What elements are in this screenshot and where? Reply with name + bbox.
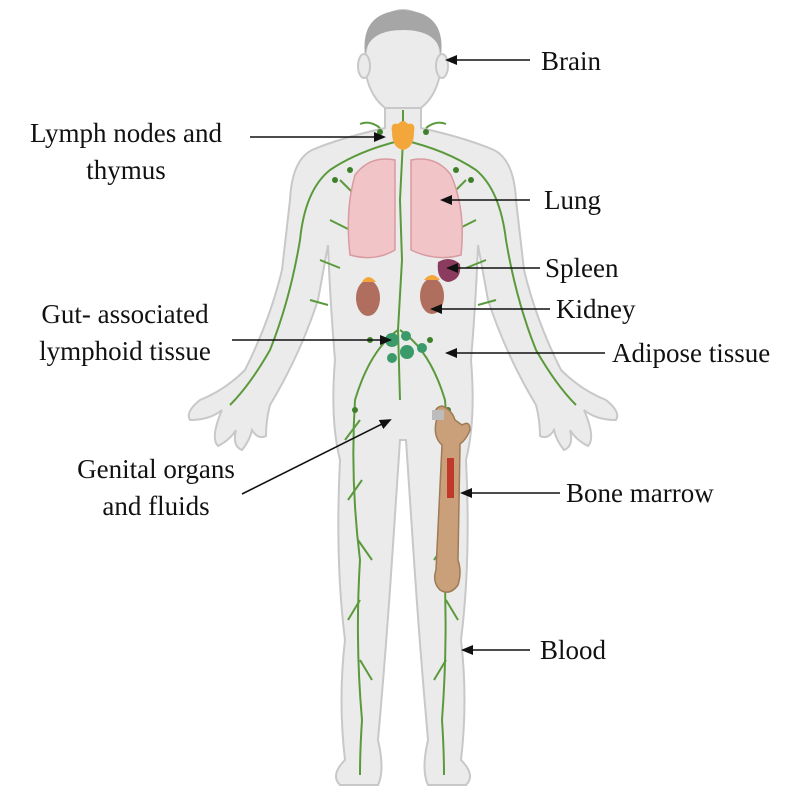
- label-spleen: Spleen: [545, 250, 619, 287]
- label-lung: Lung: [544, 182, 601, 219]
- label-blood: Blood: [540, 632, 606, 669]
- bone-marrow-icon: [447, 458, 454, 498]
- label-spleen-text: Spleen: [545, 250, 619, 287]
- lung-left: [348, 159, 395, 258]
- label-kidney: Kidney: [556, 291, 635, 328]
- ear-right: [436, 54, 448, 78]
- label-blood-text: Blood: [540, 632, 606, 669]
- label-gut-line2: lymphoid tissue: [12, 333, 238, 370]
- label-lymph-nodes: Lymph nodes and thymus: [8, 115, 244, 189]
- label-genital: Genital organs and fluids: [56, 451, 256, 525]
- label-genital-line1: Genital organs: [56, 451, 256, 488]
- label-gut: Gut- associated lymphoid tissue: [12, 296, 238, 370]
- label-brain-text: Brain: [541, 43, 601, 80]
- ear-left: [358, 54, 370, 78]
- label-lymph-nodes-line2: thymus: [8, 152, 244, 189]
- label-lymph-nodes-line1: Lymph nodes and: [8, 115, 244, 152]
- label-genital-line2: and fluids: [56, 488, 256, 525]
- label-brain: Brain: [541, 43, 601, 80]
- label-kidney-text: Kidney: [556, 291, 635, 328]
- label-adipose: Adipose tissue: [612, 335, 770, 372]
- label-bone-marrow-text: Bone marrow: [566, 475, 714, 512]
- label-bone-marrow: Bone marrow: [566, 475, 714, 512]
- label-adipose-text: Adipose tissue: [612, 335, 770, 372]
- label-gut-line1: Gut- associated: [12, 296, 238, 333]
- label-lung-text: Lung: [544, 182, 601, 219]
